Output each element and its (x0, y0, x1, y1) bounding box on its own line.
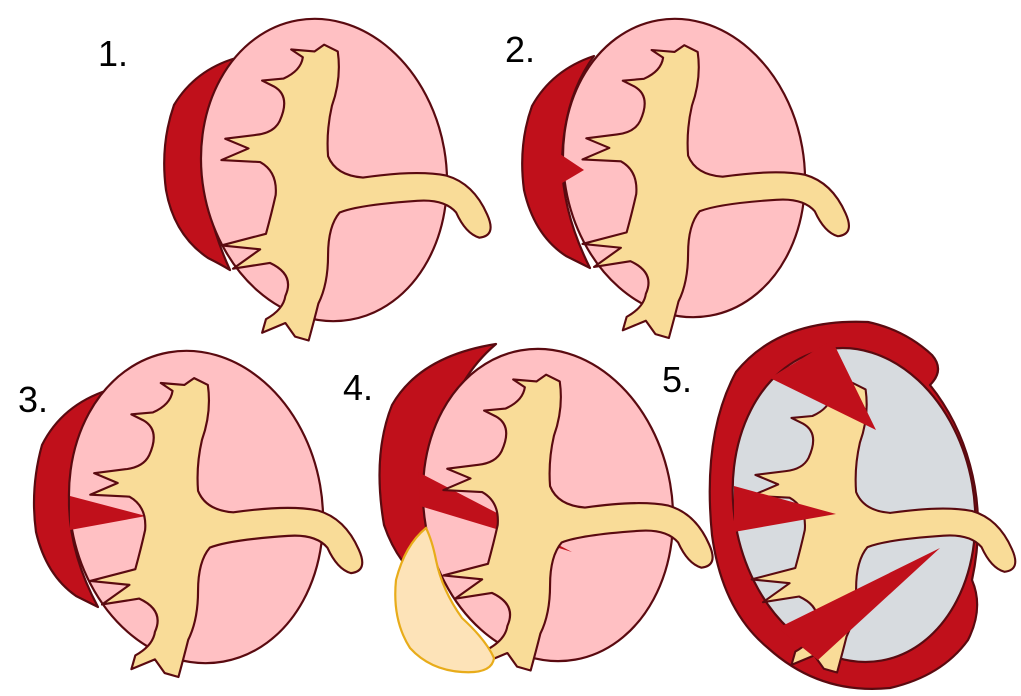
stage-4: 4. (343, 329, 713, 681)
stage-2: 2. (505, 0, 849, 338)
stage-3-label: 3. (18, 379, 48, 420)
stage-1-label: 1. (98, 33, 128, 74)
stage-5-label: 5. (662, 359, 692, 400)
stage-3: 3. (18, 331, 362, 684)
stage-4-label: 4. (343, 367, 373, 408)
stage-5: 5. (662, 322, 1015, 689)
stage-1: 1. (98, 0, 491, 341)
stage-2-label: 2. (505, 29, 535, 70)
